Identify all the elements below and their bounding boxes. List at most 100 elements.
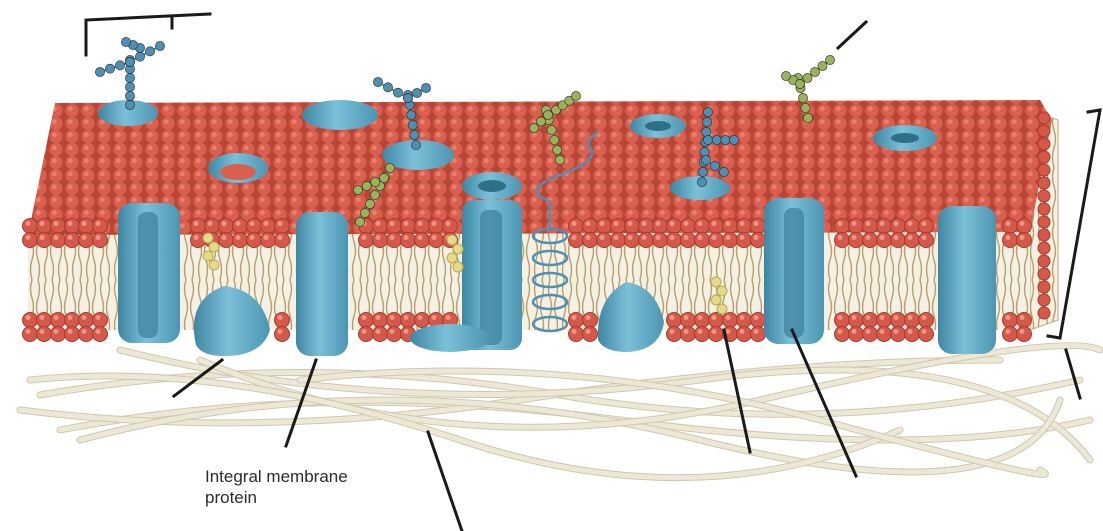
head-highlight bbox=[222, 235, 227, 240]
head-highlight bbox=[656, 235, 661, 240]
phospholipid-head bbox=[37, 219, 52, 234]
head-highlight bbox=[866, 329, 871, 334]
phospholipid-head-side bbox=[1038, 255, 1050, 267]
head-highlight bbox=[670, 329, 675, 334]
head-highlight bbox=[754, 221, 759, 226]
phospholipid-head bbox=[695, 219, 710, 234]
phospholipid-head bbox=[93, 233, 108, 248]
phospholipid-head bbox=[583, 233, 598, 248]
phospholipid-head bbox=[709, 313, 724, 328]
head-highlight bbox=[432, 221, 437, 226]
phospholipid-head bbox=[891, 233, 906, 248]
cholesterol-ring bbox=[717, 286, 727, 296]
phospholipid-head bbox=[583, 219, 598, 234]
head-highlight bbox=[404, 235, 409, 240]
phospholipid-head-side bbox=[1038, 268, 1050, 280]
phospholipid-head bbox=[625, 233, 640, 248]
head-highlight bbox=[1006, 221, 1011, 226]
head-highlight bbox=[40, 235, 45, 240]
head-highlight bbox=[376, 329, 381, 334]
phospholipid-head bbox=[429, 233, 444, 248]
phospholipid-head bbox=[23, 327, 38, 342]
head-highlight bbox=[698, 221, 703, 226]
head-highlight bbox=[586, 221, 591, 226]
head-highlight bbox=[740, 315, 745, 320]
head-highlight bbox=[362, 315, 367, 320]
phospholipid-head bbox=[905, 327, 920, 342]
phospholipid-head bbox=[681, 233, 696, 248]
head-highlight bbox=[96, 221, 101, 226]
head-highlight bbox=[446, 221, 451, 226]
phospholipid-head bbox=[891, 327, 906, 342]
head-highlight bbox=[642, 221, 647, 226]
head-highlight bbox=[194, 221, 199, 226]
phospholipid-head bbox=[667, 313, 682, 328]
head-highlight bbox=[880, 221, 885, 226]
phospholipid-head bbox=[877, 313, 892, 328]
head-highlight bbox=[922, 221, 927, 226]
phospholipid-head bbox=[863, 313, 878, 328]
head-highlight bbox=[82, 315, 87, 320]
phospholipid-head bbox=[863, 327, 878, 342]
phospholipid-head bbox=[1003, 233, 1018, 248]
head-highlight bbox=[362, 329, 367, 334]
head-highlight bbox=[264, 221, 269, 226]
head-highlight bbox=[838, 235, 843, 240]
phospholipid-head bbox=[275, 313, 290, 328]
head-highlight bbox=[418, 315, 423, 320]
phospholipid-head bbox=[37, 233, 52, 248]
cholesterol-ring bbox=[717, 304, 727, 314]
phospholipid-head bbox=[93, 219, 108, 234]
head-highlight bbox=[922, 235, 927, 240]
head-highlight bbox=[894, 235, 899, 240]
head-highlight bbox=[740, 221, 745, 226]
peripheral-protein-bottom-mid bbox=[410, 324, 490, 352]
glycan-branch bbox=[795, 55, 834, 88]
phospholipid-head bbox=[737, 233, 752, 248]
head-highlight bbox=[754, 235, 759, 240]
cholesterol-ring bbox=[203, 233, 213, 243]
head-highlight bbox=[572, 235, 577, 240]
integral-protein-3-groove bbox=[480, 210, 502, 345]
phospholipid-head bbox=[849, 327, 864, 342]
head-highlight bbox=[68, 315, 73, 320]
head-highlight bbox=[26, 315, 31, 320]
integral-protein-4-groove bbox=[784, 208, 804, 338]
pointer-glycolipid bbox=[838, 22, 866, 48]
phospholipid-head-side bbox=[1038, 112, 1050, 124]
head-highlight bbox=[754, 315, 759, 320]
head-highlight bbox=[208, 221, 213, 226]
head-highlight bbox=[866, 315, 871, 320]
phospholipid-head bbox=[849, 233, 864, 248]
head-highlight bbox=[418, 235, 423, 240]
head-highlight bbox=[866, 221, 871, 226]
head-highlight bbox=[866, 235, 871, 240]
head-highlight bbox=[68, 235, 73, 240]
phospholipid-head bbox=[597, 219, 612, 234]
protein-pit-left-inner bbox=[220, 164, 256, 180]
head-highlight bbox=[698, 315, 703, 320]
head-highlight bbox=[82, 329, 87, 334]
phospholipid-head bbox=[835, 327, 850, 342]
head-highlight bbox=[852, 221, 857, 226]
phospholipid-head bbox=[835, 233, 850, 248]
phospholipid-head bbox=[23, 233, 38, 248]
phospholipid-head bbox=[919, 327, 934, 342]
phospholipid-head bbox=[695, 313, 710, 328]
phospholipid-head-side bbox=[1038, 294, 1050, 306]
head-highlight bbox=[26, 221, 31, 226]
head-highlight bbox=[26, 329, 31, 334]
phospholipid-head-side bbox=[1038, 125, 1050, 137]
phospholipid-head bbox=[891, 219, 906, 234]
head-highlight bbox=[614, 235, 619, 240]
phospholipid-head bbox=[709, 233, 724, 248]
phospholipid-head bbox=[191, 219, 206, 234]
head-highlight bbox=[852, 235, 857, 240]
phospholipid-head bbox=[51, 313, 66, 328]
phospholipid-head bbox=[261, 233, 276, 248]
head-highlight bbox=[1006, 235, 1011, 240]
cytoskeleton-filaments bbox=[20, 346, 1100, 478]
phospholipid-head bbox=[1003, 313, 1018, 328]
head-highlight bbox=[726, 329, 731, 334]
head-highlight bbox=[684, 221, 689, 226]
